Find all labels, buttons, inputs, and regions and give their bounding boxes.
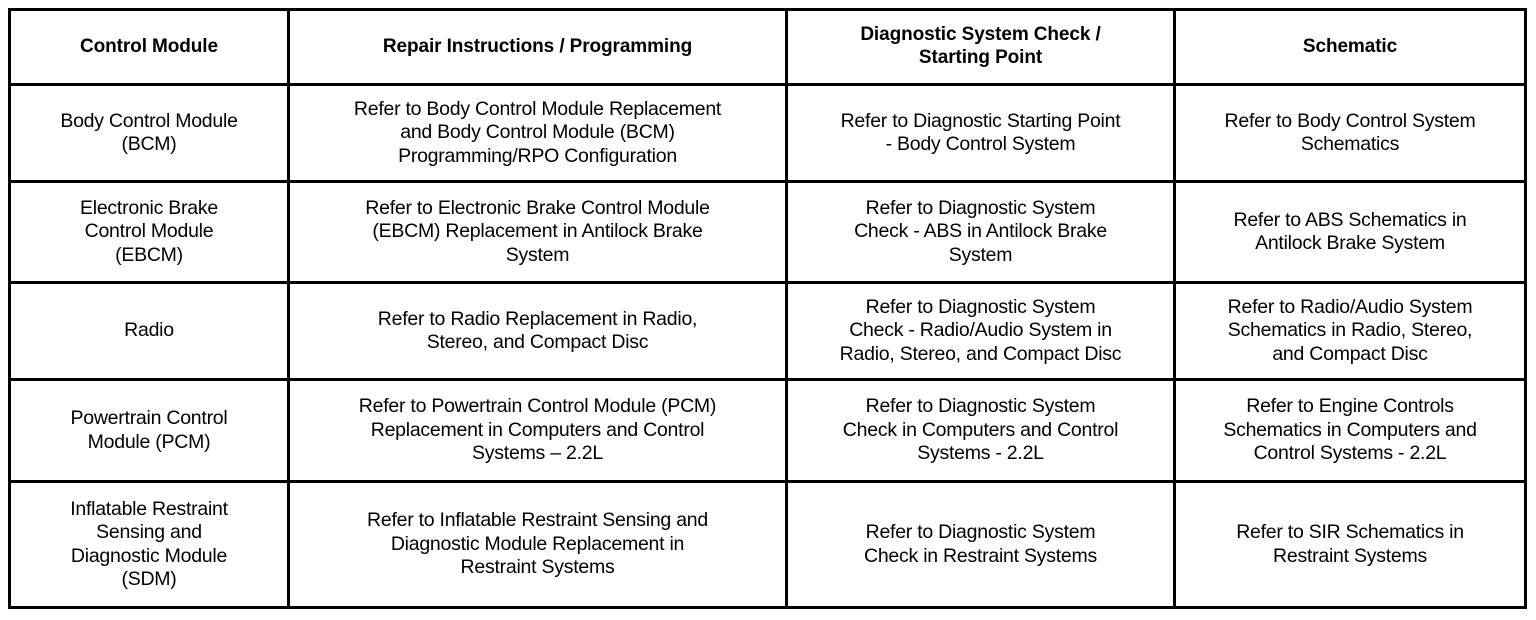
cell-diagnostic-system-check: Refer to Diagnostic System Check in Comp… <box>785 378 1176 483</box>
cell-repair-instructions: Refer to Radio Replacement in Radio, Ste… <box>287 281 788 381</box>
table-header-row: Control Module Repair Instructions / Pro… <box>8 8 1527 86</box>
column-header-schematic: Schematic <box>1173 8 1527 86</box>
cell-schematic: Refer to ABS Schematics in Antilock Brak… <box>1173 180 1527 284</box>
table-row: Radio Refer to Radio Replacement in Radi… <box>8 281 1527 381</box>
cell-repair-instructions: Refer to Powertrain Control Module (PCM)… <box>287 378 788 483</box>
table-body: Body Control Module (BCM) Refer to Body … <box>8 83 1527 609</box>
cell-diagnostic-system-check: Refer to Diagnostic Starting Point - Bod… <box>785 83 1176 183</box>
column-header-diagnostic-system-check: Diagnostic System Check / Starting Point <box>785 8 1176 86</box>
control-module-reference-table: Control Module Repair Instructions / Pro… <box>8 8 1527 609</box>
table-row: Powertrain Control Module (PCM) Refer to… <box>8 378 1527 483</box>
cell-repair-instructions: Refer to Electronic Brake Control Module… <box>287 180 788 284</box>
cell-control-module: Powertrain Control Module (PCM) <box>8 378 290 483</box>
cell-diagnostic-system-check: Refer to Diagnostic System Check - ABS i… <box>785 180 1176 284</box>
table-row: Inflatable Restraint Sensing and Diagnos… <box>8 480 1527 609</box>
cell-diagnostic-system-check: Refer to Diagnostic System Check - Radio… <box>785 281 1176 381</box>
cell-control-module: Radio <box>8 281 290 381</box>
column-header-repair-instructions: Repair Instructions / Programming <box>287 8 788 86</box>
cell-schematic: Refer to SIR Schematics in Restraint Sys… <box>1173 480 1527 609</box>
table-row: Electronic Brake Control Module (EBCM) R… <box>8 180 1527 284</box>
cell-control-module: Body Control Module (BCM) <box>8 83 290 183</box>
cell-control-module: Inflatable Restraint Sensing and Diagnos… <box>8 480 290 609</box>
cell-repair-instructions: Refer to Inflatable Restraint Sensing an… <box>287 480 788 609</box>
table-header: Control Module Repair Instructions / Pro… <box>8 8 1527 86</box>
cell-repair-instructions: Refer to Body Control Module Replacement… <box>287 83 788 183</box>
cell-control-module: Electronic Brake Control Module (EBCM) <box>8 180 290 284</box>
column-header-control-module: Control Module <box>8 8 290 86</box>
cell-schematic: Refer to Body Control System Schematics <box>1173 83 1527 183</box>
cell-schematic: Refer to Radio/Audio System Schematics i… <box>1173 281 1527 381</box>
cell-diagnostic-system-check: Refer to Diagnostic System Check in Rest… <box>785 480 1176 609</box>
cell-schematic: Refer to Engine Controls Schematics in C… <box>1173 378 1527 483</box>
table-row: Body Control Module (BCM) Refer to Body … <box>8 83 1527 183</box>
